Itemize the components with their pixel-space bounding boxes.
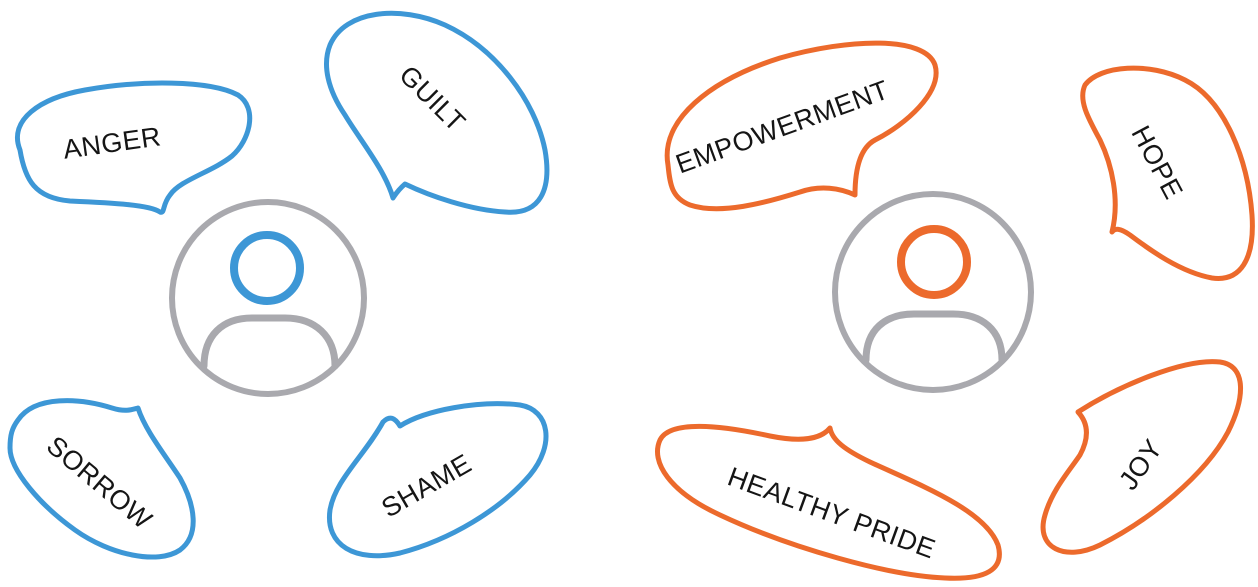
right-person-ring bbox=[832, 191, 1034, 393]
left-cluster: ANGER GUILT SORROW SHAME bbox=[7, 10, 550, 560]
left-person-head bbox=[230, 231, 304, 305]
bubble-joy-label: JOY bbox=[1113, 434, 1169, 495]
bubble-shame-label: SHAME bbox=[376, 448, 476, 523]
bubble-healthy-pride-outline bbox=[655, 423, 1002, 581]
bubble-hope: HOPE bbox=[1080, 65, 1255, 281]
left-person-avatar-icon bbox=[169, 199, 367, 397]
bubble-joy: JOY bbox=[1040, 359, 1243, 555]
bubble-empowerment: EMPOWERMENT bbox=[664, 40, 939, 212]
bubble-anger-label: ANGER bbox=[61, 121, 163, 164]
left-person-shoulders bbox=[200, 314, 339, 370]
bubble-joy-outline bbox=[1040, 359, 1243, 555]
bubble-anger-outline bbox=[15, 80, 253, 215]
right-cluster: EMPOWERMENT HOPE HEALTHY PRIDE JOY bbox=[655, 40, 1255, 581]
bubble-guilt-outline bbox=[324, 10, 550, 215]
bubble-empowerment-outline bbox=[664, 40, 939, 212]
left-person-ring bbox=[169, 199, 367, 397]
bubble-healthy-pride: HEALTHY PRIDE bbox=[655, 423, 1002, 581]
bubble-hope-label: HOPE bbox=[1125, 121, 1188, 204]
bubble-guilt: GUILT bbox=[324, 10, 550, 215]
bubble-guilt-label: GUILT bbox=[393, 60, 471, 138]
bubble-shame-outline bbox=[326, 401, 549, 559]
right-person-shoulders bbox=[862, 310, 1006, 364]
bubble-sorrow-outline bbox=[7, 398, 196, 560]
bubble-hope-outline bbox=[1080, 65, 1255, 281]
bubble-anger: ANGER bbox=[15, 80, 253, 215]
bubble-shame: SHAME bbox=[326, 401, 549, 559]
right-person-avatar-icon bbox=[832, 191, 1034, 393]
right-person-head bbox=[897, 225, 971, 299]
bubble-sorrow: SORROW bbox=[7, 398, 196, 560]
